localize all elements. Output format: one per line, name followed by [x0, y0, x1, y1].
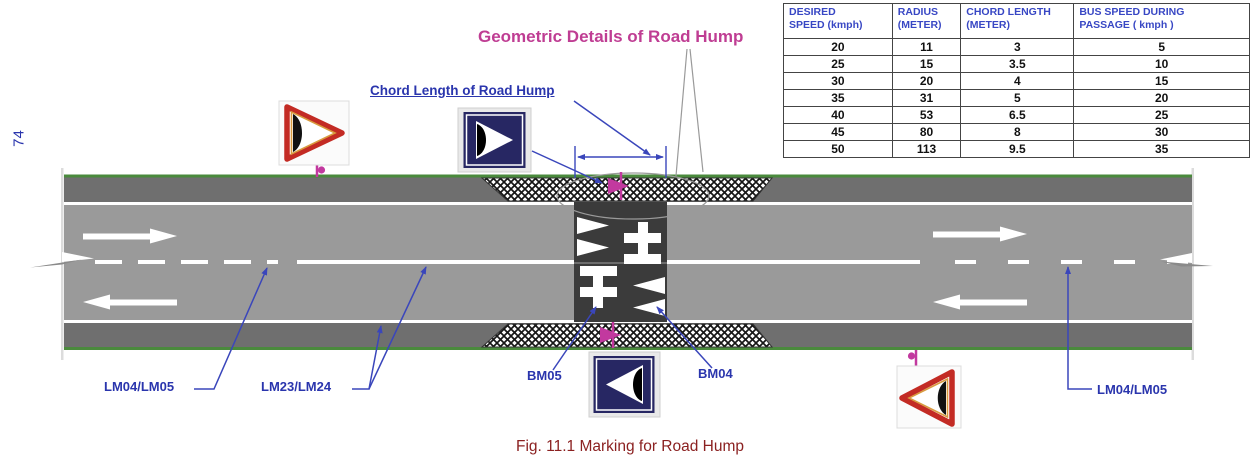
diagram-title: Geometric Details of Road Hump	[478, 27, 744, 46]
road-hump-warning-sign-bottom-right	[896, 365, 962, 429]
survey-marker-icon	[608, 172, 629, 200]
label-bm05: BM05	[527, 368, 562, 383]
bm04-leader	[656, 306, 713, 369]
hump-glyph-icon	[293, 114, 302, 152]
lane-arrow-left-bottom-left	[83, 294, 177, 310]
chord-length-dimension	[574, 146, 667, 178]
figure-caption: Fig. 11.1 Marking for Road Hump	[515, 438, 744, 455]
hatched-area-bottom	[480, 323, 774, 348]
hump-cross-marking-bottom	[580, 266, 617, 308]
callout-cone-line	[689, 48, 704, 173]
road-break-right-spike	[1161, 261, 1213, 267]
triangle-inner-border	[907, 377, 949, 419]
lm04-left-leader	[194, 267, 268, 390]
label-lm23-lm24: LM23/LM24	[261, 379, 332, 394]
column-header: CHORD LENGTH(METER)	[960, 2, 1075, 40]
chord-length-label: Chord Length of Road Hump	[370, 83, 555, 98]
survey-marker-icon	[600, 322, 621, 348]
sign-inner-border	[465, 114, 524, 166]
road-break-symbols	[30, 252, 1213, 268]
hump-chevron-sign-top	[457, 107, 532, 173]
warning-triangle-icon	[284, 104, 345, 162]
lane-arrow-right-top-right	[933, 226, 1027, 242]
sign-arrow-left-icon	[606, 365, 643, 404]
road-break-left-spike	[30, 259, 82, 268]
label-lm04-lm05-left: LM04/LM05	[104, 379, 175, 394]
sign-crescent-icon	[633, 368, 642, 401]
road-right-edge-line	[1191, 168, 1194, 360]
lm23-leader-b	[368, 266, 427, 390]
hump-cross-marking-top	[624, 222, 661, 264]
green-verge-bottom	[64, 347, 1192, 350]
road-break-right	[1160, 253, 1192, 263]
hump-shoulder-hatching	[480, 177, 774, 348]
green-verge-top	[64, 174, 1192, 178]
survey-marker-icon	[907, 350, 918, 366]
warning-triangle-icon	[899, 369, 955, 427]
hatched-area-top	[480, 177, 774, 202]
bm05-leader	[552, 306, 597, 371]
label-lm04-lm05-right: LM04/LM05	[1097, 382, 1168, 397]
road-hump	[574, 202, 667, 322]
detail-callout	[556, 48, 710, 220]
column-header: RADIUS(METER)	[891, 2, 962, 40]
hump-chevron-marking	[577, 239, 609, 256]
lane-arrows	[83, 226, 1027, 310]
lane-arrow-left-bottom-right	[933, 294, 1027, 310]
lm04-right-leader	[1065, 266, 1092, 390]
hump-chevron-sign-bottom	[588, 351, 661, 418]
hump-chevron-marking	[633, 277, 665, 294]
detail-callout-ellipse	[556, 172, 710, 220]
triangle-inner-border	[290, 110, 337, 156]
callout-cone-line	[675, 48, 688, 177]
hump-sign-top-leader	[531, 150, 603, 184]
road-hump-warning-sign-top-left	[278, 100, 350, 166]
hump-chevron-marking	[577, 217, 609, 234]
sign-arrow-right-icon	[476, 121, 513, 159]
lane-arrow-right-top-left	[83, 228, 177, 244]
label-bm04: BM04	[698, 366, 733, 381]
leader-lines	[194, 100, 1092, 390]
chord-length-leader	[573, 100, 651, 156]
survey-markers	[315, 160, 918, 366]
road-break-left	[62, 252, 94, 262]
sign-inner-border	[595, 358, 653, 411]
sign-crescent-icon	[477, 124, 486, 156]
page-number: 74	[10, 130, 28, 147]
hump-glyph-icon	[937, 381, 946, 415]
